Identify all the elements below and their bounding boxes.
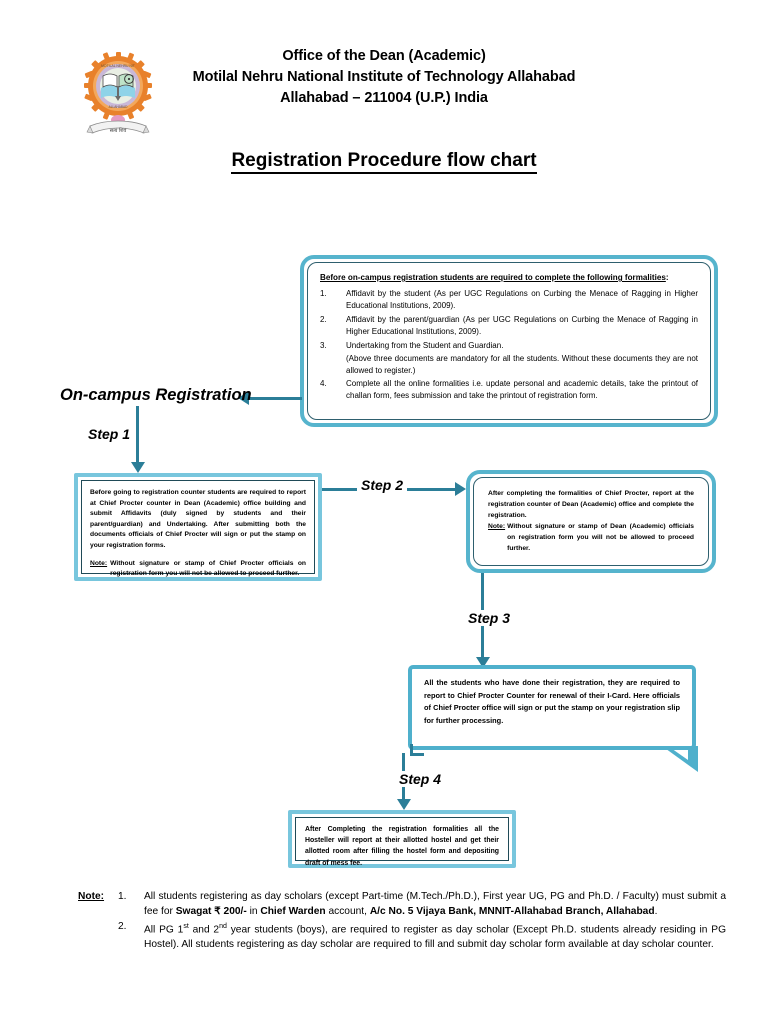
arrow-down-icon — [397, 799, 411, 810]
connector-line — [136, 406, 139, 464]
step3-paragraph: All the students who have done their reg… — [424, 678, 680, 725]
step-1-label: Step 1 — [84, 426, 135, 442]
step2-note: Note: Without signature or stamp of Dean… — [488, 522, 694, 554]
list-item-text: Affidavit by the parent/guardian (As per… — [346, 314, 698, 337]
note2-sup-first: st — [183, 923, 189, 931]
step1-note-text: Without signature or stamp of Chief Proc… — [110, 559, 306, 578]
note2-text-c: year students (boys), are required to re… — [144, 924, 727, 951]
note1-part3: account, — [325, 905, 370, 917]
list-item-number: 1. — [320, 289, 327, 298]
note1-part1: All students registering as day scholars… — [144, 891, 726, 917]
step2-box: After completing the formalities of Chie… — [466, 470, 716, 573]
arrow-right-icon — [455, 482, 466, 496]
list-item-number: 2. — [320, 314, 327, 324]
note-item-2: 2. All PG 1st and 2nd year students (boy… — [78, 920, 726, 953]
formalities-list: 1. Affidavit by the student (As per UGC … — [320, 288, 698, 352]
formalities-heading: Before on-campus registration students a… — [320, 272, 698, 283]
page-title-text: Registration Procedure flow chart — [231, 150, 537, 174]
step-4-label: Step 4 — [395, 771, 446, 787]
step-3-label: Step 3 — [464, 610, 515, 626]
note2-text-a: All PG 1 — [144, 924, 184, 936]
bottom-note-block: Note: 1. All students registering as day… — [78, 890, 726, 953]
on-campus-registration-label: On-campus Registration — [60, 386, 252, 404]
header-line-institute: Motilal Nehru National Institute of Tech… — [192, 69, 576, 85]
note-item-number: 1. — [118, 891, 127, 902]
note-label: Note: — [78, 891, 105, 902]
step1-paragraph: Before going to registration counter stu… — [90, 489, 306, 549]
step2-paragraph: After completing the formalities of Chie… — [488, 490, 694, 519]
note-label-spacer — [78, 920, 118, 953]
note-item-1: Note: 1. All students registering as day… — [78, 890, 726, 919]
note2-text-b: and 2 — [188, 924, 220, 936]
arrow-down-icon — [476, 657, 490, 668]
note1-bold-account: A/c No. 5 Vijaya Bank, MNNIT-Allahabad B… — [369, 905, 655, 917]
step1-box: Before going to registration counter stu… — [74, 473, 322, 581]
arrow-left-icon — [238, 391, 249, 405]
formalities-box: Before on-campus registration students a… — [300, 255, 718, 427]
document-header: Office of the Dean (Academic) Motilal Ne… — [0, 46, 768, 109]
connector-line — [410, 753, 424, 756]
step1-note-label: Note: — [90, 559, 108, 567]
note-item-number: 2. — [118, 921, 127, 933]
step4-box: After Completing the registration formal… — [288, 810, 516, 868]
note1-part4: . — [654, 905, 658, 917]
formalities-heading-text: Before on-campus registration students a… — [320, 273, 666, 282]
connector-line — [248, 397, 302, 400]
note1-part2: in — [246, 905, 261, 917]
step2-note-text: Without signature or stamp of Dean (Acad… — [507, 523, 694, 552]
step1-note: Note: Without signature or stamp of Chie… — [90, 559, 306, 580]
formalities-list-continued: 4. Complete all the online formalities i… — [320, 378, 698, 403]
list-item: 2. Affidavit by the parent/guardian (As … — [320, 314, 698, 339]
institute-logo-icon: MOTILAL NEHRU NIT ALLAHABAD सत्यं शिवं — [80, 50, 156, 142]
step3-box: All the students who have done their reg… — [408, 665, 698, 772]
svg-text:MOTILAL NEHRU NIT: MOTILAL NEHRU NIT — [101, 64, 135, 68]
header-line-address: Allahabad – 211004 (U.P.) India — [280, 90, 488, 106]
connector-line — [410, 744, 413, 756]
page-title: Registration Procedure flow chart — [0, 150, 768, 174]
note1-bold-fee: Swagat ₹ 200/- — [175, 905, 247, 917]
header-line-office: Office of the Dean (Academic) — [282, 48, 486, 64]
list-item-text: Undertaking from the Student and Guardia… — [346, 340, 504, 350]
list-item: 4. Complete all the online formalities i… — [320, 378, 698, 403]
formalities-heading-colon: : — [665, 273, 669, 282]
list-item-number: 4. — [320, 378, 327, 388]
list-item-text: Affidavit by the student (As per UGC Reg… — [346, 289, 698, 311]
list-item: 3. Undertaking from the Student and Guar… — [320, 340, 698, 352]
note1-bold-warden: Chief Warden — [260, 905, 326, 917]
list-item-number: 3. — [320, 340, 327, 350]
list-item-text: Complete all the online formalities i.e.… — [346, 378, 698, 401]
svg-text:सत्यं शिवं: सत्यं शिवं — [110, 127, 127, 134]
step2-note-label: Note: — [488, 523, 506, 531]
arrow-down-icon — [131, 462, 145, 473]
note-item-text: All PG 1st and 2nd year students (boys),… — [144, 920, 726, 953]
list-item: 1. Affidavit by the student (As per UGC … — [320, 288, 698, 313]
step-2-label: Step 2 — [357, 477, 408, 493]
note2-sup-second: nd — [219, 923, 227, 931]
note-item-text: All students registering as day scholars… — [144, 890, 726, 919]
formalities-note-parenthetical: (Above three documents are mandatory for… — [346, 354, 698, 376]
step4-paragraph: After Completing the registration formal… — [305, 826, 499, 867]
svg-text:ALLAHABAD: ALLAHABAD — [109, 105, 128, 109]
